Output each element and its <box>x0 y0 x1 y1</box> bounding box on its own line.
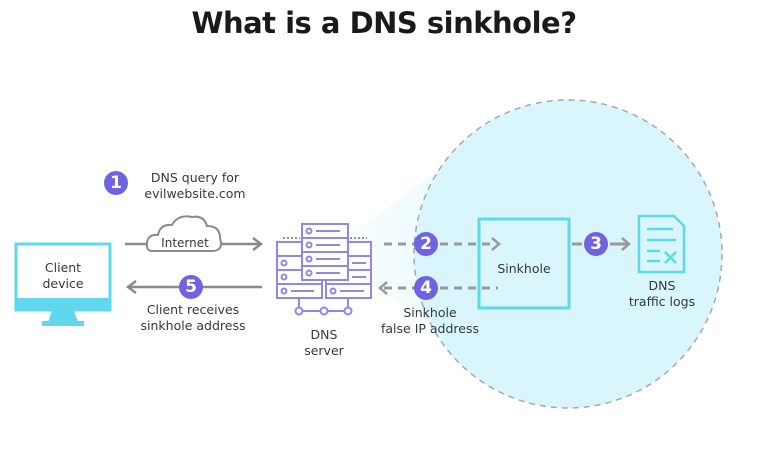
step-5-text: Client receives sinkhole address <box>118 302 268 334</box>
step-1-line1: DNS query for <box>150 170 240 185</box>
step-4-badge: 4 <box>414 276 438 300</box>
step-1-text: DNS query for evilwebsite.com <box>130 170 260 202</box>
step-5-line2: sinkhole address <box>140 318 246 333</box>
logs-label-line1: DNS <box>648 278 676 293</box>
logs-label: DNS traffic logs <box>612 278 712 310</box>
step-5-line1: Client receives <box>146 302 240 317</box>
arrow-dns-to-sinkhole <box>384 237 501 251</box>
step-4-line2: false IP address <box>380 321 480 336</box>
logs-label-line2: traffic logs <box>628 294 696 309</box>
dns-server-label: DNS server <box>290 327 358 359</box>
arrow-sinkhole-to-logs <box>572 237 631 251</box>
arrow-sinkhole-to-dns <box>378 281 498 295</box>
step-1-badge: 1 <box>104 171 128 195</box>
internet-label: Internet <box>161 236 209 250</box>
diagram-title: What is a DNS sinkhole? <box>191 6 577 40</box>
document-log-icon <box>637 214 686 274</box>
monitor-icon <box>14 242 112 326</box>
step-1-line2: evilwebsite.com <box>144 186 246 201</box>
step-2-badge: 2 <box>414 232 438 256</box>
dns-server-label-line1: DNS <box>310 327 338 342</box>
sinkhole-box <box>477 217 571 310</box>
dns-server-label-line2: server <box>304 343 344 358</box>
sinkhole-label: Sinkhole <box>497 261 551 276</box>
cloud-icon <box>145 215 222 252</box>
step-4-text: Sinkhole false IP address <box>370 305 490 337</box>
arrow-client-to-dns <box>125 237 264 251</box>
client-label-line1: Client <box>44 260 82 275</box>
server-rack-icon <box>276 223 372 316</box>
step-3-badge: 3 <box>584 232 608 256</box>
client-label-line2: device <box>42 276 84 291</box>
step-4-line1: Sinkhole <box>403 305 457 320</box>
step-5-badge: 5 <box>179 275 203 299</box>
client-label: Client device <box>20 260 106 292</box>
